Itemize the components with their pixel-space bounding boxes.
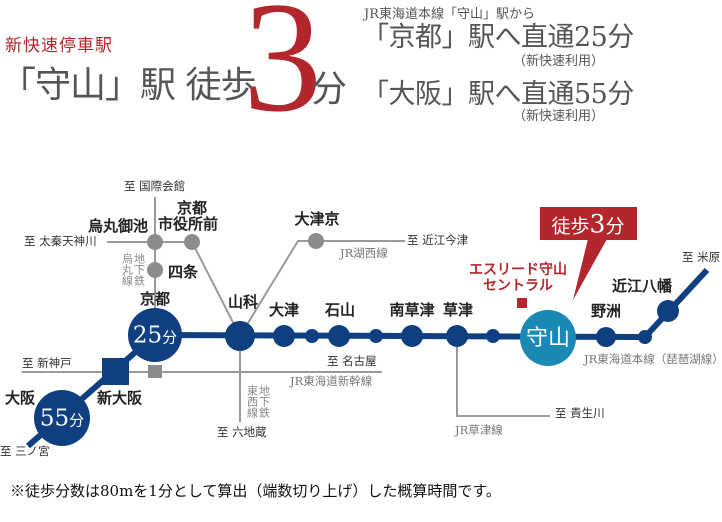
direction-kibukawa: 至 貴生川 bbox=[555, 406, 605, 420]
station-dot-otsu bbox=[273, 325, 295, 347]
station-label-otsu: 大津 bbox=[268, 301, 300, 319]
station-label-shiyakushomae-1: 京都 bbox=[176, 199, 208, 217]
station-label-shijo: 四条 bbox=[168, 263, 199, 281]
route-osaka-note: （新快速利用） bbox=[512, 109, 604, 124]
line-label-karasuma-col2: 烏丸線 bbox=[120, 253, 134, 286]
station-dot-ishiyama bbox=[328, 325, 350, 347]
direction-shin-kobe: 至 新神戸 bbox=[22, 356, 72, 370]
line-label-kosei: JR湖西線 bbox=[340, 246, 388, 260]
station-dot-minor-4 bbox=[638, 330, 652, 344]
station-dot-minami-kusatsu bbox=[401, 325, 423, 347]
direction-sannomiya: 至 三ノ宮 bbox=[0, 444, 50, 458]
station-dot-moriyama bbox=[520, 310, 576, 366]
station-dot-osaka bbox=[34, 390, 90, 446]
station-dot-minor-2 bbox=[369, 329, 383, 343]
route-kyoto: 「京都」駅へ直通25分 bbox=[362, 22, 634, 53]
property-marker-icon bbox=[517, 298, 527, 308]
osaka-travel-time: 55分 bbox=[39, 405, 85, 432]
station-dot-shiyakushomae bbox=[184, 234, 200, 250]
station-dot-shin-osaka bbox=[102, 358, 129, 385]
station-label-yasu: 野洲 bbox=[590, 302, 622, 320]
station-dot-shijo bbox=[147, 262, 163, 278]
direction-rokujizo: 至 六地蔵 bbox=[217, 425, 267, 439]
station-label-shin-osaka: 新大阪 bbox=[97, 389, 143, 407]
station-dot-karasuma-oike bbox=[147, 234, 163, 250]
station-label-ishiyama: 石山 bbox=[324, 301, 356, 319]
navy-station-dots bbox=[34, 300, 679, 446]
station-dot-yamashina bbox=[225, 321, 255, 351]
walk-callout: 徒歩3分 bbox=[552, 212, 625, 237]
tagline: 新快速停車駅 bbox=[5, 36, 113, 56]
station-label-kusatsu: 草津 bbox=[442, 301, 474, 319]
station-walk-heading: 「守山」駅 徒歩 bbox=[0, 65, 256, 106]
line-label-tozai-col1: 地下鉄 bbox=[257, 385, 271, 418]
station-dot-kyoto-shinkansen bbox=[148, 365, 162, 378]
station-dot-minor-1 bbox=[305, 329, 319, 343]
station-label-moriyama: 守山 bbox=[525, 326, 571, 351]
route-osaka: 「大阪」駅へ直通55分 bbox=[362, 79, 634, 110]
station-label-kyoto: 京都 bbox=[139, 290, 171, 308]
property-name-line2: セントラル bbox=[483, 278, 553, 294]
station-label-omi-hachiman: 近江八幡 bbox=[611, 277, 673, 295]
station-dot-otsukyo bbox=[308, 233, 324, 249]
line-label-shinkansen: JR東海道新幹線 bbox=[290, 374, 373, 388]
station-dot-kyoto bbox=[128, 308, 182, 362]
station-dot-omi-hachiman bbox=[657, 300, 679, 322]
station-label-otsukyo: 大津京 bbox=[294, 210, 340, 228]
station-label-karasuma-oike: 烏丸御池 bbox=[87, 217, 149, 235]
kyoto-travel-time: 25分 bbox=[132, 322, 178, 349]
kyoto-time-unit: 分 bbox=[162, 328, 178, 347]
station-label-osaka: 大阪 bbox=[5, 389, 36, 407]
osaka-time-unit: 分 bbox=[69, 411, 85, 430]
line-label-tozai-col2: 東西線 bbox=[245, 385, 259, 418]
station-dot-minor-3 bbox=[486, 329, 500, 343]
gray-station-dots bbox=[147, 233, 324, 378]
station-label-shiyakushomae-2: 市役所前 bbox=[157, 215, 219, 233]
line-label-biwako: JR東海道本線（琵琶湖線） bbox=[584, 352, 722, 366]
kusatsu-line bbox=[456, 336, 550, 417]
direction-kokusai-kaikan: 至 国際会館 bbox=[124, 179, 186, 193]
walk-callout-shape bbox=[540, 207, 637, 300]
station-label-yamashina: 山科 bbox=[227, 293, 259, 311]
station-dot-kusatsu bbox=[446, 325, 468, 347]
direction-maibara: 至 米原 bbox=[682, 250, 721, 264]
walk-callout-unit: 分 bbox=[605, 215, 625, 238]
walk-callout-prefix: 徒歩 bbox=[551, 215, 590, 238]
footnote: ※徒歩分数は80mを1分として算出（端数切り上げ）した概算時間です。 bbox=[10, 482, 501, 500]
access-intro: JR東海道本線「守山」駅から bbox=[364, 7, 535, 22]
walk-callout-number: 3 bbox=[589, 209, 606, 239]
direction-uzumasa-tenjingawa: 至 太秦天神川 bbox=[24, 234, 97, 248]
walk-minutes-unit: 分 bbox=[311, 69, 348, 110]
direction-nagoya: 至 名古屋 bbox=[327, 354, 377, 368]
station-dot-yasu bbox=[596, 327, 616, 347]
osaka-time-number: 55 bbox=[39, 405, 70, 432]
kosei-line bbox=[239, 240, 405, 337]
station-label-minami-kusatsu: 南草津 bbox=[389, 301, 435, 319]
line-label-kusatsu: JR草津線 bbox=[455, 423, 503, 437]
walk-minutes-number: 3 bbox=[243, 0, 322, 145]
kyoto-time-number: 25 bbox=[132, 322, 163, 349]
route-kyoto-note: （新快速利用） bbox=[512, 54, 604, 69]
line-label-karasuma-col1: 地下鉄 bbox=[132, 253, 146, 286]
property-name-line1: エスリード守山 bbox=[469, 262, 567, 278]
direction-omi-imazu: 至 近江今津 bbox=[407, 233, 469, 247]
